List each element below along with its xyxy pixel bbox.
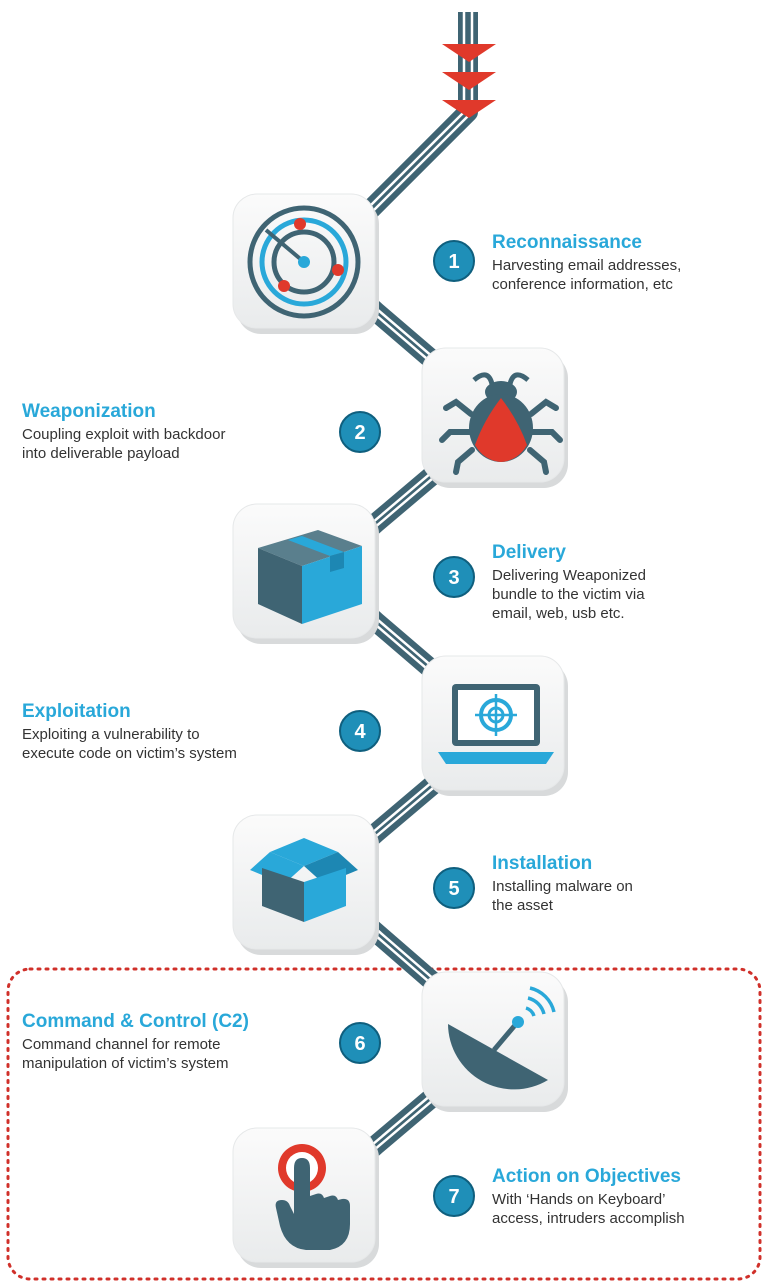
- finger-press-icon: [275, 1144, 350, 1250]
- step-description-line: access, intruders accomplish: [492, 1210, 685, 1227]
- arrow-marker-icon: [442, 100, 496, 118]
- arrow-marker-icon: [442, 72, 496, 90]
- radar-icon: [247, 205, 361, 319]
- step-description-line: execute code on victim’s system: [22, 745, 237, 762]
- step-badge-number: 2: [354, 422, 365, 444]
- step-description-line: Delivering Weaponized: [492, 567, 646, 584]
- bug-icon: [439, 372, 563, 475]
- step-3: 3 Delivery Delivering Weaponized bundle …: [232, 503, 646, 644]
- step-badge-number: 6: [354, 1033, 365, 1055]
- step-description-line: into deliverable payload: [22, 445, 180, 462]
- step-title: Action on Objectives: [492, 1166, 681, 1187]
- step-description-line: Installing malware on: [492, 878, 633, 895]
- arrow-marker-icon: [442, 44, 496, 62]
- step-description-line: With ‘Hands on Keyboard’: [492, 1191, 665, 1208]
- step-6: 6 Command & Control (C2) Command channel…: [22, 971, 568, 1112]
- step-badge-number: 1: [448, 251, 459, 273]
- step-title: Command & Control (C2): [22, 1011, 249, 1032]
- laptop-target-icon: [438, 684, 554, 764]
- open-box-icon: [250, 838, 358, 922]
- step-description-line: email, web, usb etc.: [492, 605, 625, 622]
- step-4: 4 Exploitation Exploiting a vulnerabilit…: [22, 655, 568, 796]
- step-badge-number: 3: [448, 567, 459, 589]
- step-title: Reconnaissance: [492, 232, 642, 253]
- step-badge-number: 4: [354, 721, 366, 743]
- step-badge-number: 5: [448, 878, 459, 900]
- step-2: 2 Weaponization Coupling exploit with ba…: [22, 347, 568, 488]
- package-icon: [258, 530, 362, 624]
- step-description-line: Command channel for remote: [22, 1036, 220, 1053]
- highlight-dotted-box: [6, 967, 762, 1281]
- step-description-line: Harvesting email addresses,: [492, 257, 681, 274]
- step-badge-number: 7: [448, 1186, 459, 1208]
- step-description-line: bundle to the victim via: [492, 586, 645, 603]
- satellite-dish-icon: [448, 986, 556, 1090]
- step-description-line: the asset: [492, 897, 554, 914]
- step-description-line: manipulation of victim’s system: [22, 1055, 228, 1072]
- step-description-line: conference information, etc: [492, 276, 673, 293]
- step-title: Delivery: [492, 542, 566, 563]
- step-description-line: Coupling exploit with backdoor: [22, 426, 225, 443]
- step-title: Exploitation: [22, 701, 131, 722]
- red-arrow-markers: [442, 44, 496, 118]
- step-7: 7 Action on Objectives With ‘Hands on Ke…: [232, 1127, 685, 1268]
- step-description-line: Exploiting a vulnerability to: [22, 726, 200, 743]
- step-5: 5 Installation Installing malware on the…: [232, 814, 633, 955]
- step-title: Installation: [492, 853, 592, 874]
- step-1: 1 Reconnaissance Harvesting email addres…: [232, 193, 681, 334]
- step-title: Weaponization: [22, 401, 156, 422]
